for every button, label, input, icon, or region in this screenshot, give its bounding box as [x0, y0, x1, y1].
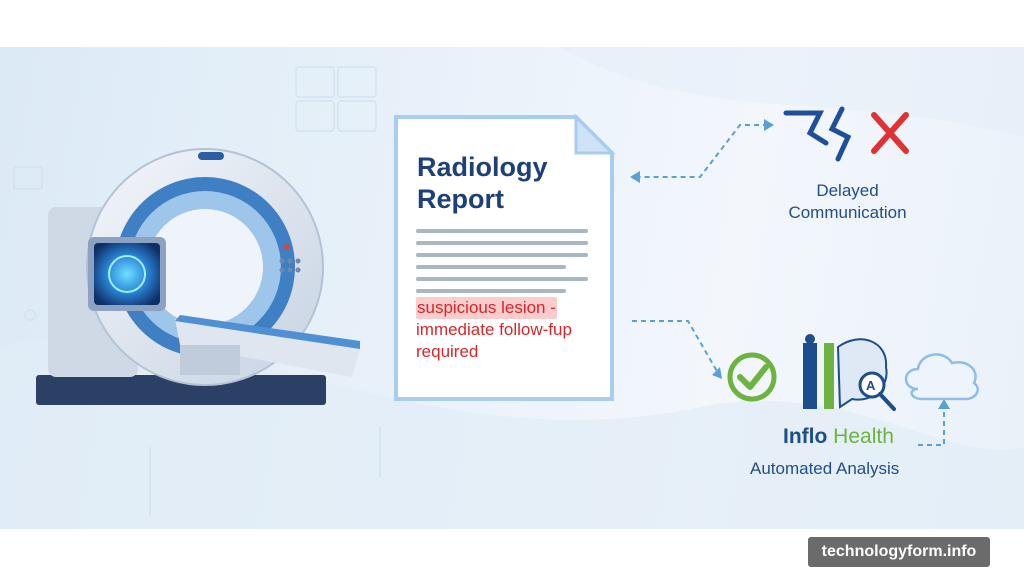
brand-name: Inflo Health: [783, 425, 894, 449]
delayed-line2: Communication: [788, 203, 907, 222]
report-document: [394, 113, 616, 401]
ct-scanner-icon: [36, 148, 360, 405]
brand-name-part1: Inflo: [783, 425, 828, 448]
dashed-connector-cloud: [918, 407, 945, 446]
connector-icons: A: [630, 106, 979, 446]
finding-line3: required: [416, 342, 479, 361]
report-title-line1: Radiology: [417, 152, 548, 182]
report-title-line2: Report: [417, 184, 504, 214]
delayed-line1: Delayed: [816, 181, 879, 200]
report-finding: suspicious lesion - immediate follow-fup…: [416, 297, 572, 363]
ai-brain-icon: A: [803, 334, 896, 411]
watermark-label: technologyform.info: [808, 537, 990, 567]
report-title: Radiology Report: [417, 151, 548, 215]
green-check-icon: [727, 352, 777, 402]
brand-name-part2: Health: [833, 425, 894, 448]
brand-tagline: Automated Analysis: [750, 459, 900, 478]
finding-line2: immediate follow-fup: [416, 320, 572, 339]
illustration-scene: Radiology Report suspicious lesion - imm…: [0, 47, 1024, 529]
svg-text:A: A: [866, 378, 876, 393]
finding-line1: suspicious lesion -: [416, 297, 557, 319]
delayed-communication-label: Delayed Communication: [770, 180, 925, 224]
dashed-connector-bottom: [632, 320, 719, 374]
broken-link-icon: [783, 106, 852, 162]
cloud-icon: [904, 353, 979, 401]
dashed-connector-top: [638, 124, 768, 178]
red-x-icon: [871, 112, 909, 154]
